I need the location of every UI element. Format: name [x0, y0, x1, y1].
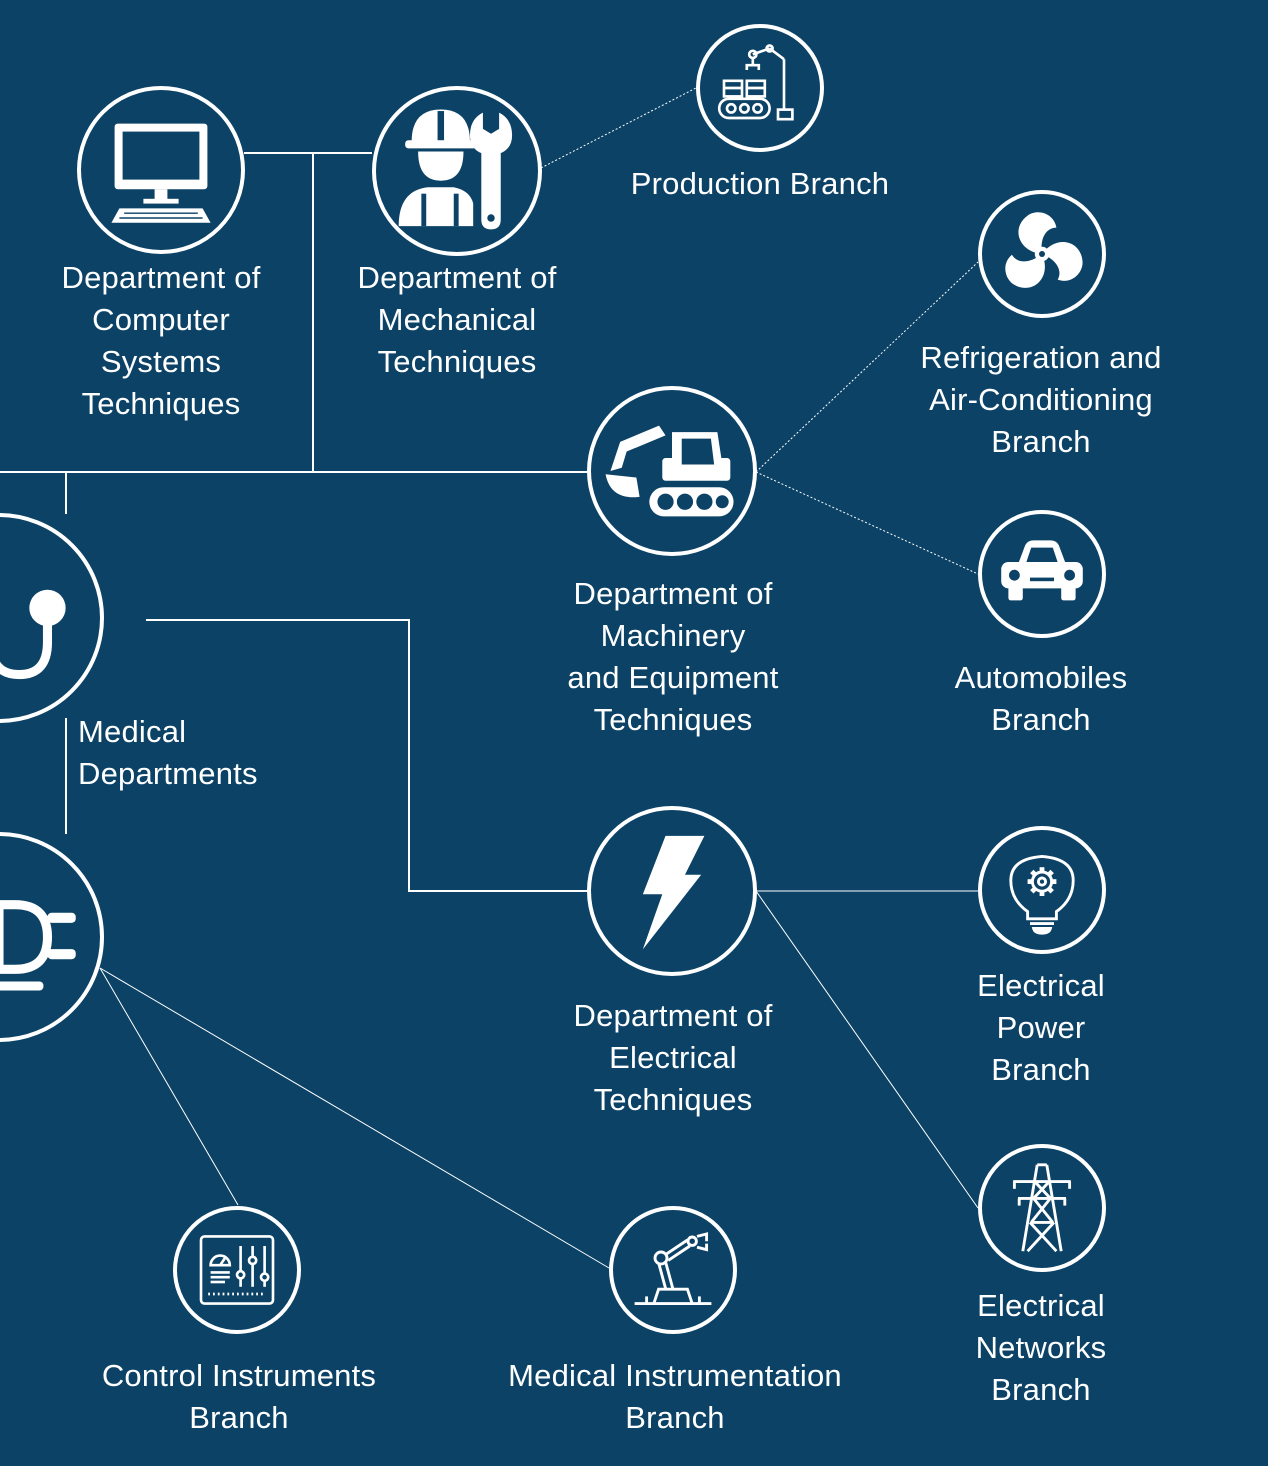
- connector-machinery-automobiles: [755, 471, 979, 575]
- mechanical-label: Department of Mechanical Techniques: [357, 260, 557, 379]
- refrigeration-branch-label: Refrigeration and Air-Conditioning Branc…: [920, 340, 1162, 459]
- production-branch-node[interactable]: [696, 24, 824, 152]
- electrical-networks-branch-node[interactable]: [978, 1144, 1106, 1272]
- fan-icon: [1005, 212, 1083, 288]
- mechanic-with-wrench-icon: [398, 109, 513, 230]
- excavator-icon: [605, 425, 734, 517]
- medical-departments-node[interactable]: [0, 513, 104, 723]
- machinery-node[interactable]: [587, 386, 757, 556]
- automobiles-branch-label: Automobiles Branch: [954, 660, 1128, 737]
- electrical-power-branch-node[interactable]: [978, 826, 1106, 954]
- robot-arm-icon: [634, 1232, 712, 1306]
- connector-medical-electrical: [146, 619, 587, 892]
- machinery-label: Department of Machinery and Equipment Te…: [567, 576, 779, 737]
- computer-systems-label: Department of Computer Systems Technique…: [61, 260, 261, 421]
- lightbulb-gear-icon: [1009, 854, 1075, 935]
- control-instruments-branch-node[interactable]: [173, 1206, 301, 1334]
- medical-instrumentation-branch-node[interactable]: [609, 1206, 737, 1334]
- robotic-assembly-line-icon: [717, 44, 794, 121]
- connector-electrical-networks: [755, 890, 979, 1209]
- medical-departments-label: Medical Departments: [78, 714, 258, 791]
- control-panel-icon: [199, 1235, 275, 1305]
- computer-icon: [111, 123, 211, 223]
- lightning-bolt-icon: [642, 835, 705, 950]
- electrical-networks-branch-label: Electrical Networks Branch: [975, 1288, 1107, 1407]
- electrical-node[interactable]: [587, 806, 757, 976]
- stethoscope-icon: [0, 589, 66, 680]
- power-tower-icon: [1012, 1163, 1072, 1253]
- connector-plug-control: [99, 967, 239, 1206]
- refrigeration-branch-node[interactable]: [978, 190, 1106, 318]
- electric-plug-icon: [0, 900, 76, 991]
- mechanical-node[interactable]: [372, 86, 542, 256]
- control-instruments-branch-label: Control Instruments Branch: [101, 1358, 377, 1435]
- connector-mechanical-production: [540, 87, 697, 169]
- electrical-plug-node[interactable]: [0, 832, 104, 1042]
- connector-plug-medical-instr: [99, 967, 610, 1269]
- connector-machinery-refrigeration: [755, 261, 979, 473]
- car-icon: [1001, 540, 1083, 601]
- production-branch-label: Production Branch: [630, 166, 890, 201]
- electrical-label: Department of Electrical Techniques: [573, 998, 773, 1117]
- medical-instrumentation-branch-label: Medical Instrumentation Branch: [508, 1358, 842, 1435]
- automobiles-branch-node[interactable]: [978, 510, 1106, 638]
- electrical-power-branch-label: Electrical Power Branch: [977, 968, 1105, 1087]
- computer-systems-node[interactable]: [77, 86, 245, 254]
